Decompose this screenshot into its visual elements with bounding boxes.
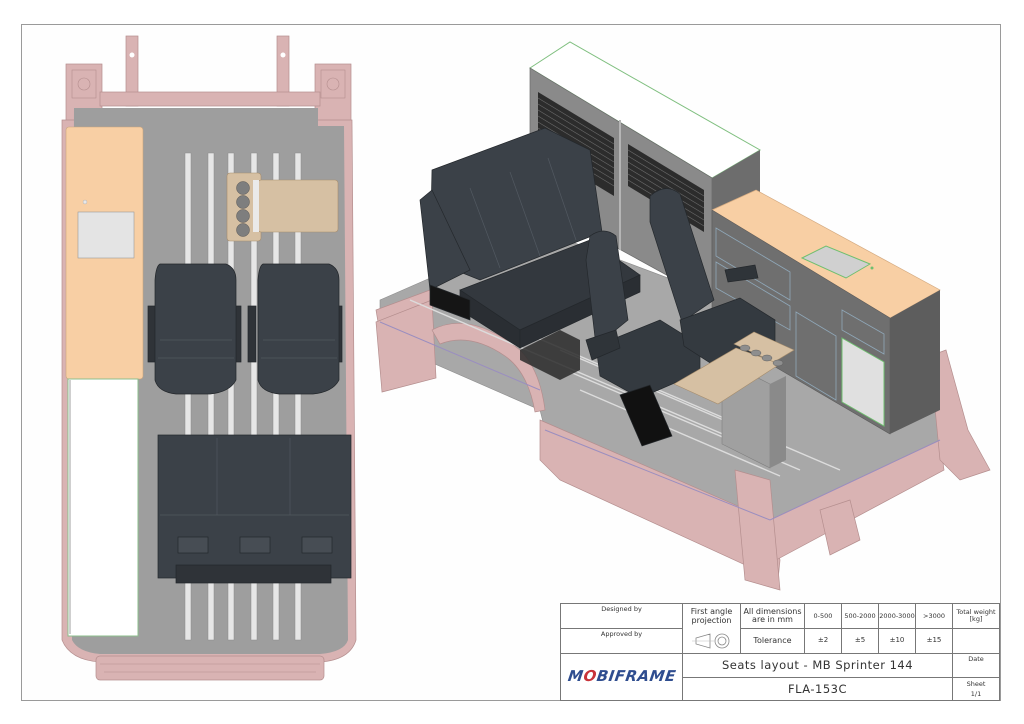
seat-single-left [147,263,242,395]
swivel-table [226,172,339,242]
tolerance-label: Tolerance [741,629,805,654]
iso-sink [800,245,872,279]
range-3: >3000 [916,604,953,629]
first-angle-projection-icon [683,629,741,654]
projection-label: First angle projection [683,604,741,629]
iso-body-frame [375,289,991,591]
range-2: 2000-3000 [879,604,916,629]
date-label: Date [953,654,999,678]
total-weight-value [953,629,999,654]
seat-bench-rear [157,434,352,584]
iso-swivel-table [673,331,795,405]
iso-bench-frame [520,330,580,380]
range-0: 0-500 [805,604,842,629]
total-weight-label: Total weight [kg] [953,604,999,629]
floor-rails [184,152,302,641]
drawing-title: Seats layout - MB Sprinter 144 [683,654,953,678]
approved-by-label: Approved by [561,629,683,654]
designed-by-label: Designed by [561,604,683,629]
sheet-cell: Sheet 1/1 [953,678,999,700]
range-1: 500-2000 [842,604,879,629]
tolerance-0: ±2 [805,629,842,654]
title-block: Designed by Approved by First angle proj… [560,603,1000,701]
sink-cutout [77,211,135,259]
top-view [61,35,357,681]
iso-open-compartment [841,337,885,427]
tolerance-3: ±15 [916,629,953,654]
cabinet-left-white [67,378,139,637]
iso-seat-single-1 [585,230,701,447]
company-logo: MOBIFRAME [561,654,683,700]
tolerance-1: ±5 [842,629,879,654]
tolerance-2: ±10 [879,629,916,654]
dimensions-note: All dimensions are in mm [741,604,805,629]
seat-single-right [247,263,343,395]
sheet-label: Sheet [966,679,986,688]
drawing-number: FLA-153C [683,678,953,700]
isometric-view [375,41,991,591]
iso-kitchen-unit [711,189,941,435]
sheet-value: 1/1 [970,689,982,698]
